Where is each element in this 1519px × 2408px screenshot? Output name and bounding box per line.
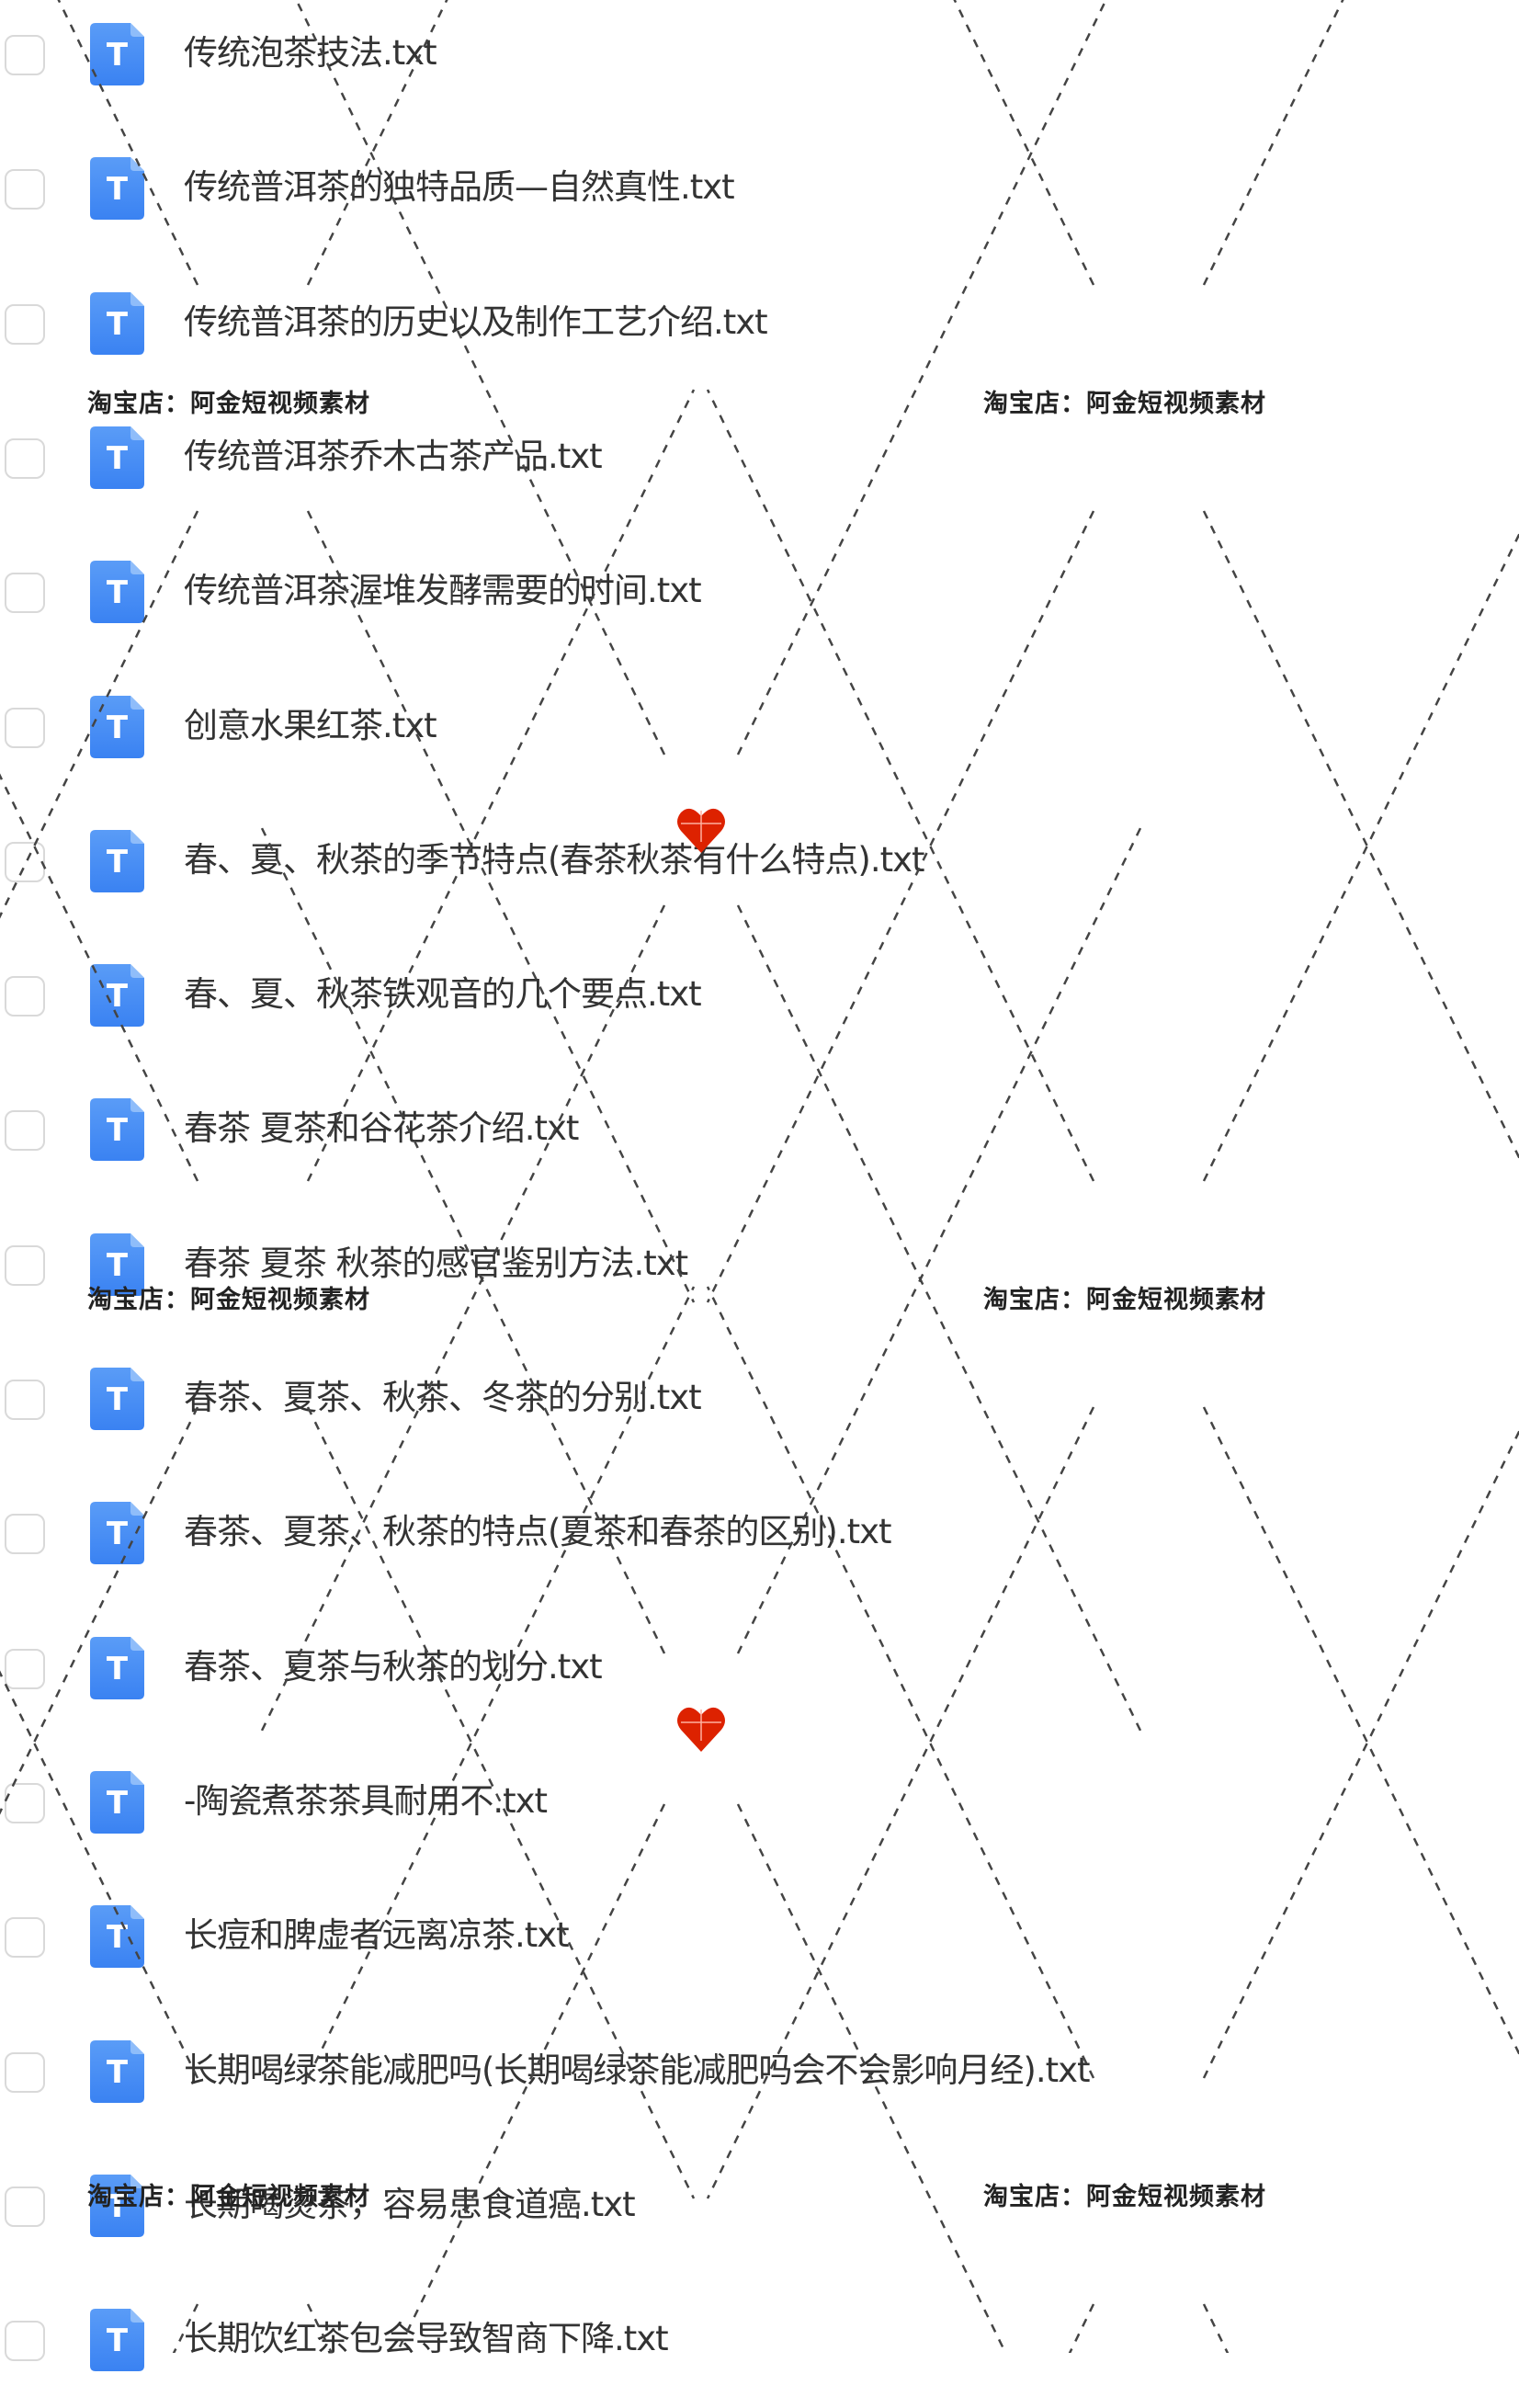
file-name[interactable]: 长痘和脾虚者远离凉茶.txt — [184, 1915, 570, 1956]
file-row[interactable]: T 春茶、夏茶、秋茶的特点(夏茶和春茶的区别).txt — [0, 1467, 1519, 1601]
svg-text:T: T — [107, 1516, 129, 1552]
row-checkbox[interactable] — [5, 35, 45, 75]
file-name[interactable]: 春茶、夏茶与秋茶的划分.txt — [184, 1646, 603, 1687]
svg-text:T: T — [107, 1381, 129, 1418]
file-name[interactable]: 长期喝烫茶，容易患食道癌.txt — [184, 2184, 636, 2224]
file-row[interactable]: T 传统普洱茶的独特品质—自然真性.txt — [0, 122, 1519, 256]
row-checkbox[interactable] — [5, 303, 45, 345]
file-name[interactable]: 春茶、夏茶、秋茶的特点(夏茶和春茶的区别).txt — [184, 1512, 892, 1552]
row-checkbox[interactable] — [5, 2186, 45, 2227]
row-checkbox[interactable] — [5, 1110, 45, 1152]
txt-file-icon: T — [90, 1636, 144, 1699]
svg-text:T: T — [107, 1247, 129, 1284]
row-checkbox[interactable] — [5, 841, 45, 882]
txt-file-icon: T — [90, 1098, 144, 1162]
file-row[interactable]: T 传统普洱茶渥堆发酵需要的时间.txt — [0, 526, 1519, 660]
file-name[interactable]: 春茶 夏茶 秋茶的感官鉴别方法.txt — [184, 1243, 688, 1283]
svg-text:T: T — [107, 1919, 129, 1956]
txt-file-icon: T — [90, 1502, 144, 1565]
file-row[interactable]: T 长期喝烫茶，容易患食道癌.txt — [0, 2140, 1519, 2274]
svg-text:T: T — [107, 2323, 129, 2359]
row-checkbox[interactable] — [5, 1514, 45, 1555]
svg-text:T: T — [107, 37, 129, 74]
file-name[interactable]: 长期喝绿茶能减肥吗(长期喝绿茶能减肥吗会不会影响月经).txt — [184, 2050, 1091, 2090]
file-row[interactable]: T 春茶、夏茶、秋茶、冬茶的分别.txt — [0, 1333, 1519, 1467]
file-row[interactable]: T 春、夏、秋茶铁观音的几个要点.txt — [0, 929, 1519, 1063]
txt-file-icon: T — [90, 157, 144, 221]
txt-file-icon: T — [90, 23, 144, 85]
svg-text:T: T — [107, 1651, 129, 1687]
svg-text:T: T — [107, 171, 129, 208]
row-checkbox[interactable] — [5, 707, 45, 748]
row-checkbox[interactable] — [5, 976, 45, 1017]
row-checkbox[interactable] — [5, 2321, 45, 2362]
svg-text:T: T — [107, 2054, 129, 2091]
row-checkbox[interactable] — [5, 1782, 45, 1823]
file-name[interactable]: 创意水果红茶.txt — [184, 705, 437, 745]
file-name[interactable]: 长期饮红茶包会导致智商下降.txt — [184, 2319, 669, 2359]
file-row[interactable]: T 创意水果红茶.txt — [0, 661, 1519, 795]
row-checkbox[interactable] — [5, 1380, 45, 1420]
txt-file-icon: T — [90, 426, 144, 489]
file-name[interactable]: 春、夏、秋茶铁观音的几个要点.txt — [184, 974, 702, 1015]
file-name[interactable]: 传统普洱茶渥堆发酵需要的时间.txt — [184, 571, 702, 611]
file-name[interactable]: 春茶 夏茶和谷花茶介绍.txt — [184, 1108, 579, 1149]
svg-text:T: T — [107, 978, 129, 1015]
file-row[interactable]: T -陶瓷煮茶茶具耐用不.txt — [0, 1736, 1519, 1870]
txt-file-icon: T — [90, 2039, 144, 2103]
file-name[interactable]: 传统普洱茶乔木古茶产品.txt — [184, 436, 603, 476]
txt-file-icon: T — [90, 1770, 144, 1834]
file-row[interactable]: T 长期喝绿茶能减肥吗(长期喝绿茶能减肥吗会不会影响月经).txt — [0, 2005, 1519, 2140]
row-checkbox[interactable] — [5, 1917, 45, 1959]
txt-file-icon: T — [90, 1905, 144, 1969]
svg-text:T: T — [107, 844, 129, 880]
file-row[interactable]: T 长痘和脾虚者远离凉茶.txt — [0, 1870, 1519, 2005]
txt-file-icon: T — [90, 695, 144, 758]
file-name[interactable]: 传统泡茶技法.txt — [184, 33, 437, 73]
file-row[interactable]: T 春茶、夏茶与秋茶的划分.txt — [0, 1602, 1519, 1736]
svg-text:T: T — [107, 574, 129, 611]
file-name[interactable]: 传统普洱茶的独特品质—自然真性.txt — [184, 167, 735, 208]
txt-file-icon: T — [90, 2174, 144, 2237]
row-checkbox[interactable] — [5, 2051, 45, 2093]
svg-text:T: T — [107, 710, 129, 746]
file-name[interactable]: 传统普洱茶的历史以及制作工艺介绍.txt — [184, 301, 768, 342]
svg-text:T: T — [107, 306, 129, 343]
file-row[interactable]: T 传统泡茶技法.txt — [0, 0, 1519, 122]
txt-file-icon: T — [90, 1368, 144, 1430]
file-row[interactable]: T 春茶 夏茶和谷花茶介绍.txt — [0, 1063, 1519, 1198]
row-checkbox[interactable] — [5, 169, 45, 210]
txt-file-icon: T — [90, 829, 144, 892]
file-row[interactable]: T 春、夏、秋茶的季节特点(春茶秋茶有什么特点).txt — [0, 795, 1519, 929]
txt-file-icon: T — [90, 2309, 144, 2372]
row-checkbox[interactable] — [5, 1244, 45, 1286]
row-checkbox[interactable] — [5, 573, 45, 614]
file-row[interactable]: T 传统普洱茶的历史以及制作工艺介绍.txt — [0, 257, 1519, 392]
txt-file-icon: T — [90, 561, 144, 624]
file-row[interactable]: T 长期饮红茶包会导致智商下降.txt — [0, 2274, 1519, 2408]
file-name[interactable]: 春、夏、秋茶的季节特点(春茶秋茶有什么特点).txt — [184, 839, 925, 880]
row-checkbox[interactable] — [5, 1648, 45, 1689]
file-row[interactable]: T 传统普洱茶乔木古茶产品.txt — [0, 392, 1519, 526]
file-name[interactable]: 春茶、夏茶、秋茶、冬茶的分别.txt — [184, 1378, 702, 1417]
svg-text:T: T — [107, 1112, 129, 1149]
svg-text:T: T — [107, 440, 129, 477]
txt-file-icon: T — [90, 964, 144, 1028]
txt-file-icon: T — [90, 291, 144, 355]
txt-file-icon: T — [90, 1232, 144, 1296]
file-name[interactable]: -陶瓷煮茶茶具耐用不.txt — [184, 1780, 548, 1821]
file-row[interactable]: T 春茶 夏茶 秋茶的感官鉴别方法.txt — [0, 1198, 1519, 1333]
svg-text:T: T — [107, 2188, 129, 2225]
row-checkbox[interactable] — [5, 437, 45, 479]
svg-text:T: T — [107, 1785, 129, 1822]
